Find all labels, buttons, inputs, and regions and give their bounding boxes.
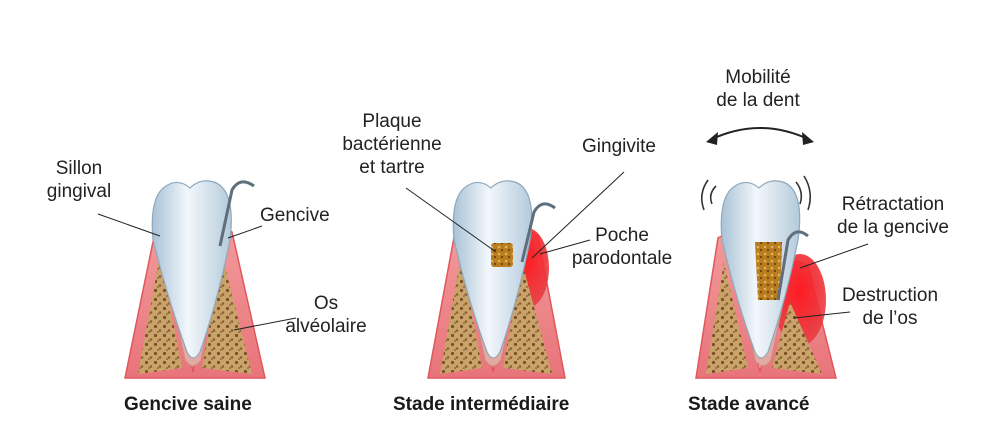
label-gum-recession: Rétractation de la gencive <box>837 194 949 238</box>
tooth-healthy <box>97 180 297 379</box>
leader-line <box>97 213 161 237</box>
arrow-head-left <box>706 132 718 145</box>
tooth-advanced <box>695 127 869 379</box>
label-periodontal-pocket: Poche parodontale <box>571 225 673 269</box>
label-alveolar-bone: Os alvéolaire <box>285 293 367 337</box>
arrow-head-right <box>802 132 814 145</box>
probe-instrument <box>218 180 255 247</box>
alveolar-bone <box>138 255 252 374</box>
tooth-crown <box>151 180 232 359</box>
motion-mark <box>795 181 803 205</box>
motion-mark <box>700 179 709 211</box>
label-bone-destruction: Destruction de l’os <box>841 285 939 329</box>
leader-line <box>233 317 297 331</box>
leader-line <box>531 171 625 259</box>
leader-line <box>539 239 591 255</box>
leader-line <box>799 243 869 269</box>
leader-line <box>405 187 497 253</box>
caption-healthy: Gencive saine <box>124 394 252 415</box>
probe-instrument <box>520 202 556 263</box>
plaque-tartar-deposit <box>755 242 782 300</box>
probe-instrument <box>776 230 809 301</box>
label-plaque-tartar: Plaque bactérienne et tartre <box>342 111 442 178</box>
label-sulcus: Sillon gingival <box>46 158 112 202</box>
mobility-arrow <box>709 127 811 141</box>
alveolar-bone <box>440 255 552 374</box>
label-tooth-mobility: Mobilité de la dent <box>716 67 800 111</box>
caption-advanced: Stade avancé <box>688 394 810 415</box>
label-gingivitis: Gingivite <box>582 136 656 157</box>
motion-mark <box>709 185 717 205</box>
leader-line <box>227 225 263 239</box>
leader-line <box>793 311 851 319</box>
label-gum: Gencive <box>260 205 330 226</box>
tooth-intermediate <box>405 171 625 379</box>
caption-intermediate: Stade intermédiaire <box>393 394 570 415</box>
motion-mark <box>803 175 812 211</box>
plaque-tartar-deposit <box>491 243 513 267</box>
alveolar-bone <box>706 262 822 374</box>
